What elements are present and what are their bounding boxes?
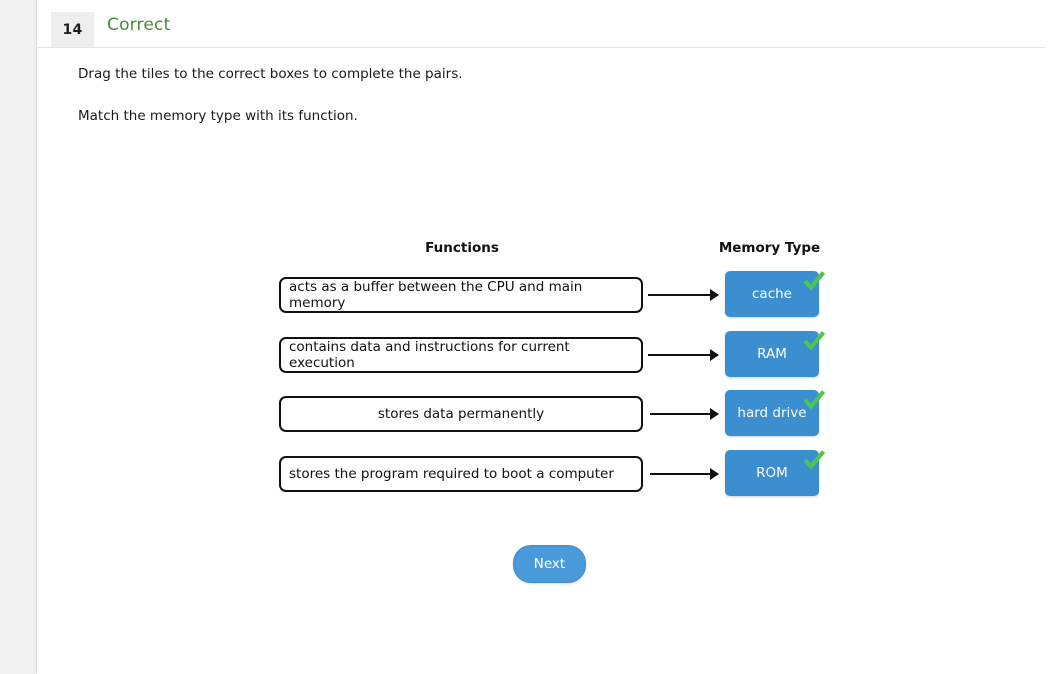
status-badge: Correct [107, 15, 171, 35]
match-row: stores data permanently [0, 396, 1063, 442]
question-header: 14 Correct [37, 0, 1063, 48]
arrow-head-icon [710, 408, 719, 420]
arrow-shaft [648, 354, 718, 356]
arrow-head-icon [710, 468, 719, 480]
instruction-line-2: Match the memory type with its function. [78, 108, 358, 124]
memory-type-tile[interactable]: cache [725, 271, 819, 317]
memory-type-tile[interactable]: RAM [725, 331, 819, 377]
connector-arrow [650, 468, 719, 480]
function-box[interactable]: contains data and instructions for curre… [279, 337, 643, 373]
connector-arrow [648, 349, 719, 361]
match-row: stores the program required to boot a co… [0, 456, 1063, 502]
function-box[interactable]: stores the program required to boot a co… [279, 456, 643, 492]
arrow-head-icon [710, 349, 719, 361]
column-header-memory-type: Memory Type [718, 240, 821, 256]
left-gutter [0, 0, 36, 674]
arrow-shaft [650, 413, 718, 415]
connector-arrow [650, 408, 719, 420]
question-number-tab[interactable]: 14 [51, 12, 94, 48]
header-divider [37, 47, 1045, 48]
next-button[interactable]: Next [513, 545, 586, 583]
memory-type-tile[interactable]: hard drive [725, 390, 819, 436]
column-header-functions: Functions [425, 240, 499, 256]
connector-arrow [648, 289, 719, 301]
memory-type-tile[interactable]: ROM [725, 450, 819, 496]
arrow-head-icon [710, 289, 719, 301]
arrow-shaft [650, 473, 718, 475]
function-box[interactable]: stores data permanently [279, 396, 643, 432]
arrow-shaft [648, 294, 718, 296]
match-row: acts as a buffer between the CPU and mai… [0, 277, 1063, 323]
function-box[interactable]: acts as a buffer between the CPU and mai… [279, 277, 643, 313]
match-row: contains data and instructions for curre… [0, 337, 1063, 383]
instruction-line-1: Drag the tiles to the correct boxes to c… [78, 66, 463, 82]
